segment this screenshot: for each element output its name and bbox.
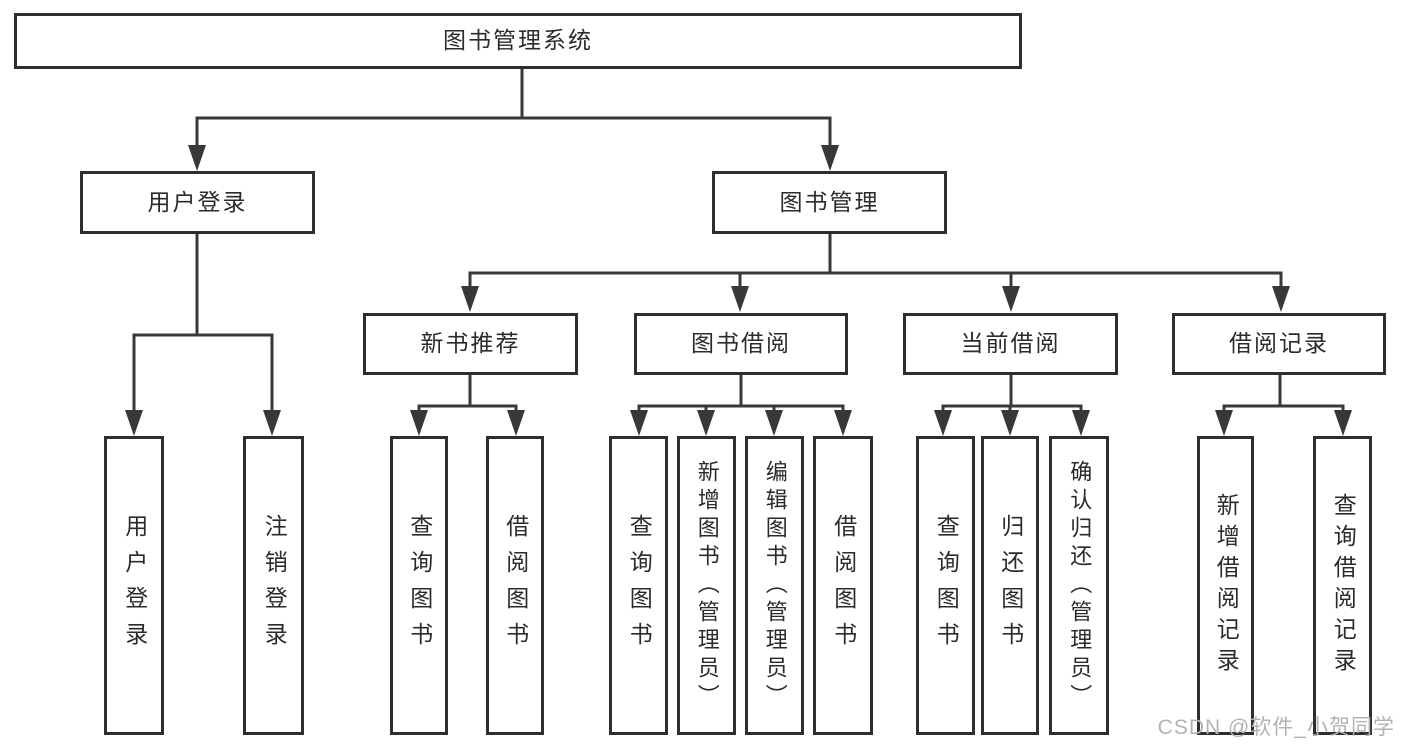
leaf-return-books: 归还图书 xyxy=(981,436,1039,735)
node-new-book-recommend: 新书推荐 xyxy=(363,313,578,375)
node-user-login: 用户登录 xyxy=(80,171,315,234)
leaf-borrowing-query-books: 查询图书 xyxy=(609,436,668,735)
leaf-add-borrow-record: 新增借阅记录 xyxy=(1197,436,1254,735)
leaf-newbook-borrow-books: 借阅图书 xyxy=(486,436,544,735)
leaf-edit-books-admin: 编辑图书（管理员） xyxy=(745,436,804,735)
leaf-add-books-admin: 新增图书（管理员） xyxy=(677,436,736,735)
leaf-current-query-books: 查询图书 xyxy=(916,436,975,735)
leaf-confirm-return-admin: 确认归还（管理员） xyxy=(1049,436,1109,735)
leaf-borrowing-borrow-books: 借阅图书 xyxy=(813,436,873,735)
leaf-user-login: 用户登录 xyxy=(104,436,164,735)
arrow-down-icons xyxy=(125,145,1352,436)
node-library-management-system: 图书管理系统 xyxy=(14,13,1022,69)
leaf-newbook-query-books: 查询图书 xyxy=(390,436,448,735)
node-book-management: 图书管理 xyxy=(712,171,947,234)
node-current-borrowing: 当前借阅 xyxy=(903,313,1118,375)
node-borrow-records: 借阅记录 xyxy=(1172,313,1386,375)
leaf-logout: 注销登录 xyxy=(243,436,304,735)
node-book-borrowing: 图书借阅 xyxy=(634,313,848,375)
leaf-query-borrow-record: 查询借阅记录 xyxy=(1313,436,1372,735)
csdn-watermark: CSDN @软件_小贺同学 xyxy=(1157,716,1395,739)
